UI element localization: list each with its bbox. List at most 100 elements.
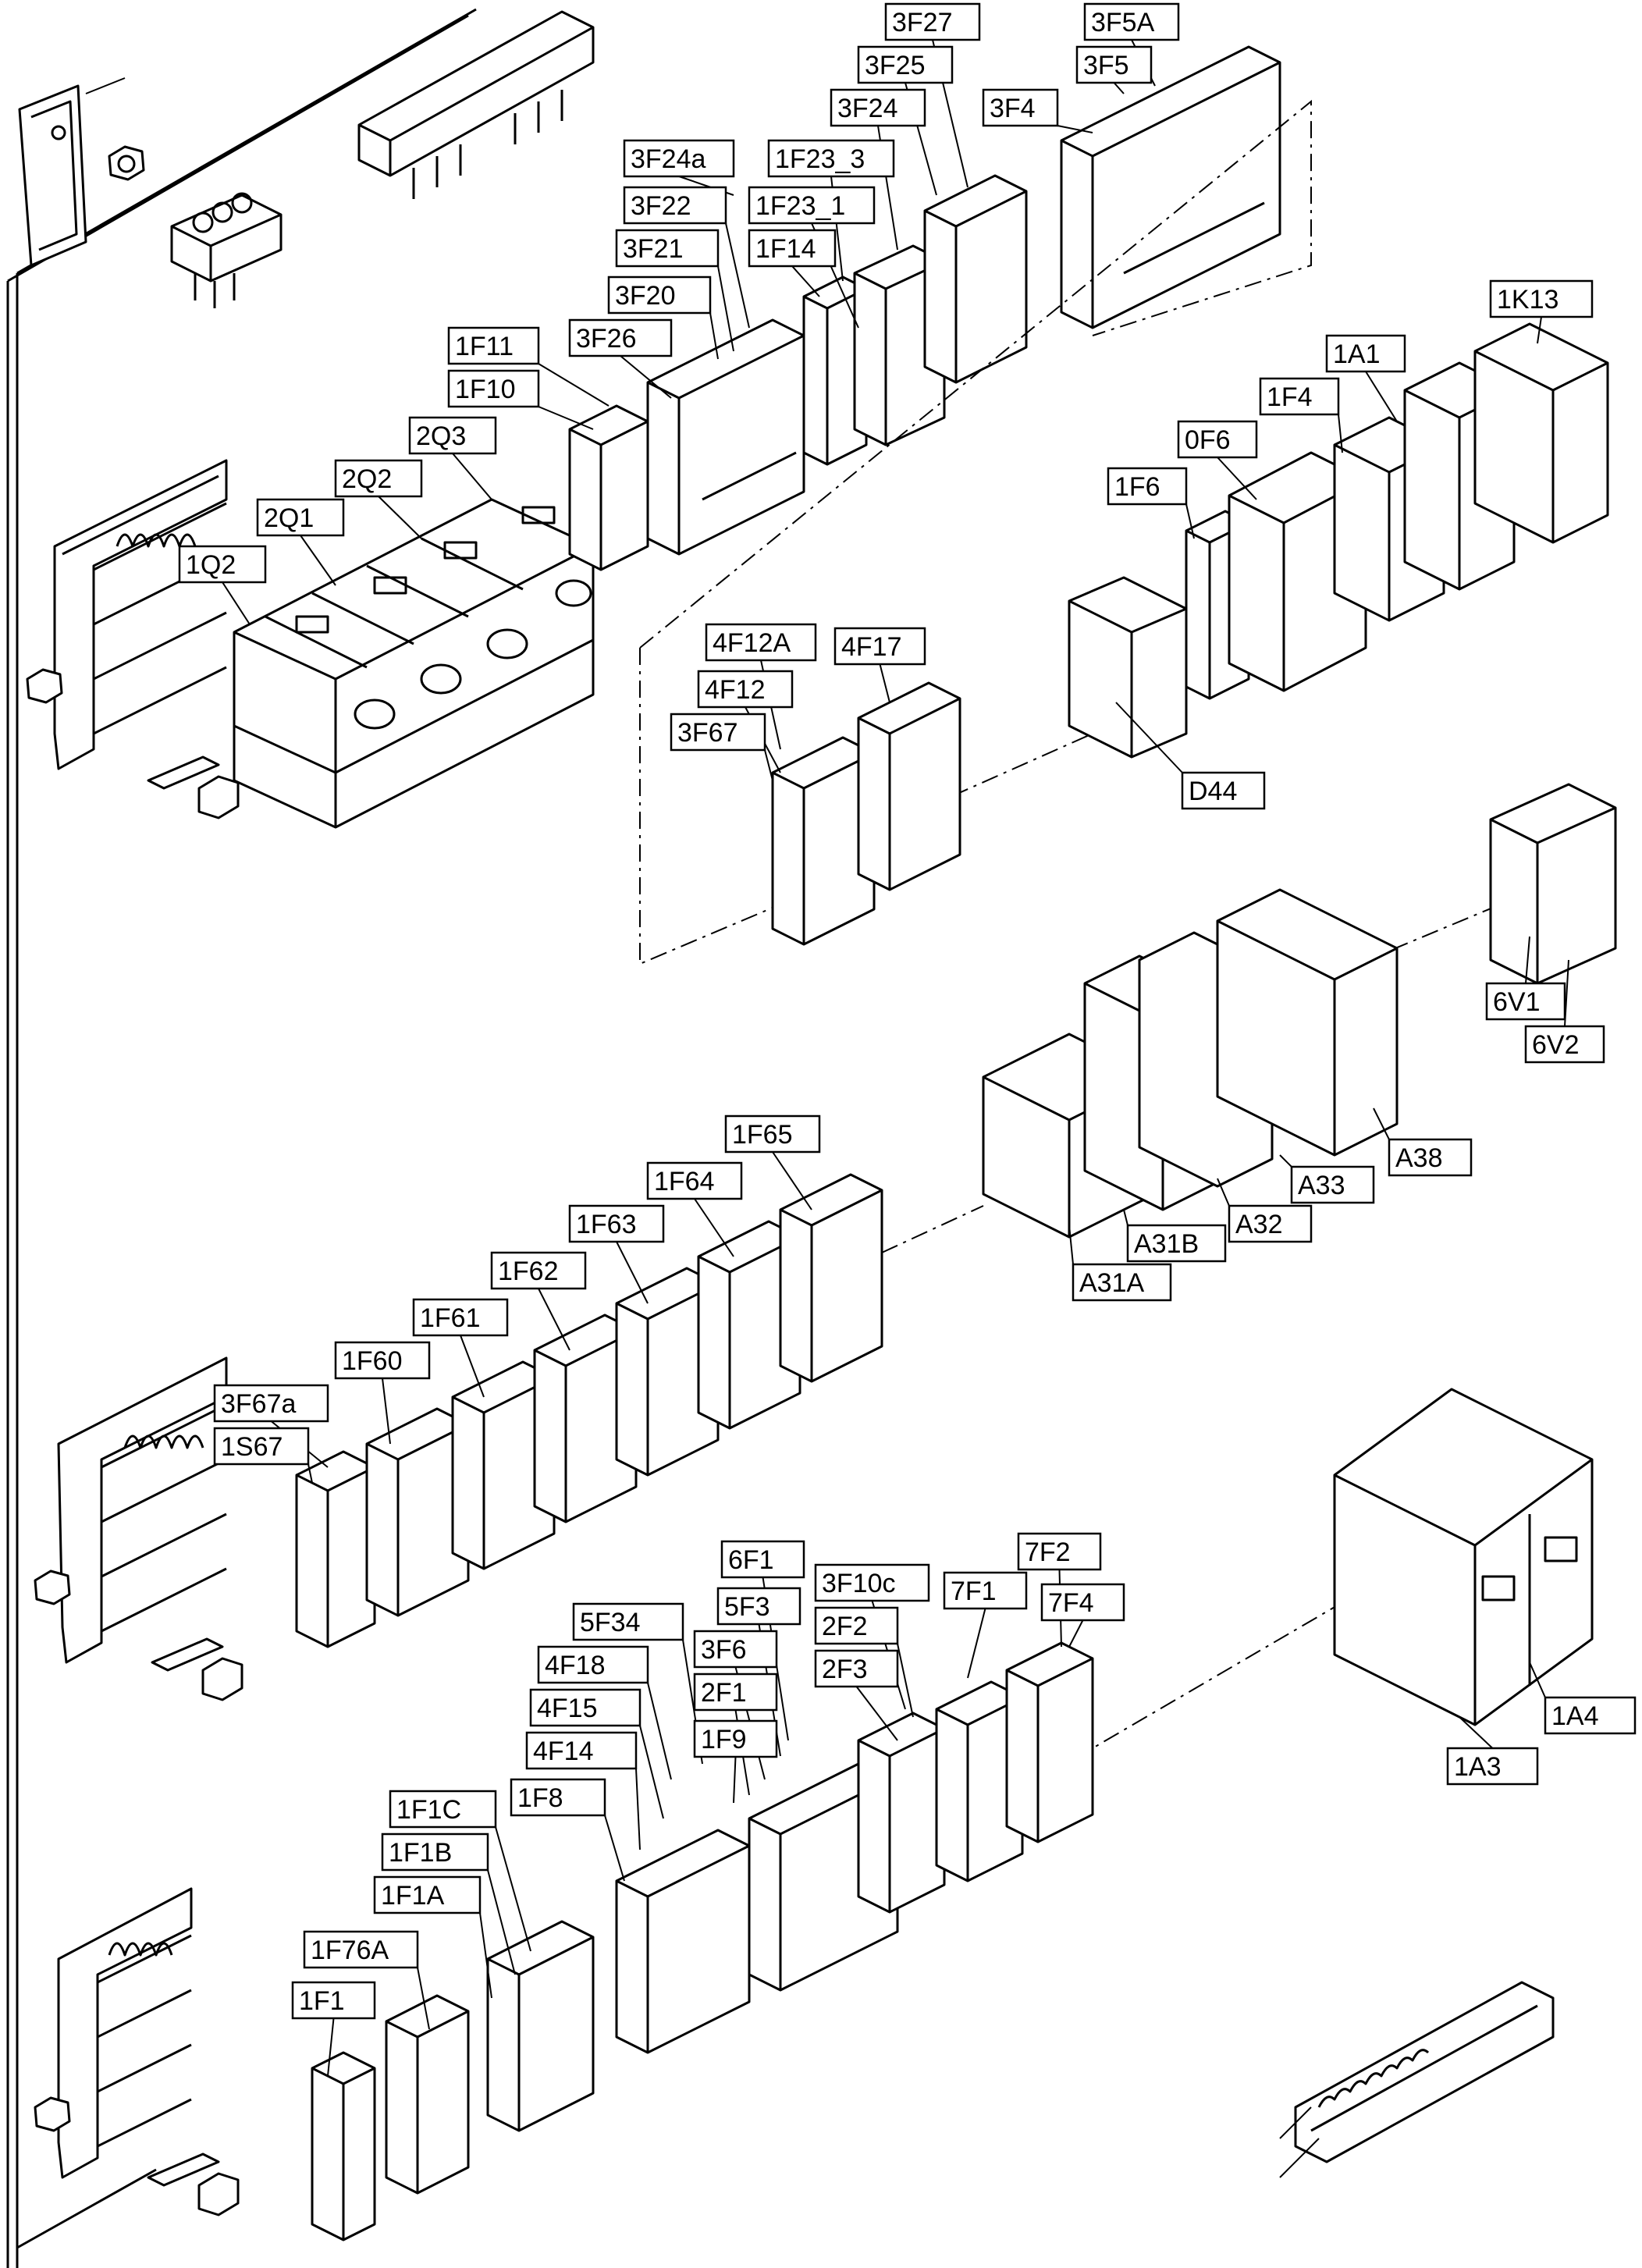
callout-box: [256, 498, 345, 537]
callout-1f1a: 1F1A: [373, 1875, 492, 1999]
callout-box: [615, 229, 720, 268]
callout-box: [568, 1204, 665, 1243]
callout-box: [303, 1930, 419, 1969]
callout-3f67: 3F67: [670, 713, 773, 781]
callout-box: [291, 1981, 376, 2020]
callout-1k13: 1K13: [1489, 279, 1594, 344]
callout-1a1: 1A1: [1325, 334, 1406, 422]
callout-label: 4F12A: [713, 628, 791, 658]
callout-box: [1228, 1204, 1313, 1243]
module-group-a: [982, 888, 1399, 1239]
device-group-right-upper: [1068, 322, 1609, 759]
callout-leader: [300, 535, 336, 586]
callout-3f10c: 3F10c: [814, 1563, 930, 1710]
callout-label: 1F14: [755, 234, 816, 264]
callout-1f63: 1F63: [568, 1204, 665, 1304]
callout-label: 1F6: [1114, 472, 1160, 502]
callout-box: [510, 1778, 606, 1817]
callout-1f76a: 1F76A: [303, 1930, 430, 2030]
callout-box: [412, 1298, 509, 1337]
callout-box: [1489, 279, 1594, 318]
guide-dash-6: [1092, 1584, 1374, 1749]
callout-label: 1A4: [1551, 1701, 1599, 1731]
callout-label: 6V2: [1532, 1030, 1580, 1060]
callout-leader: [772, 1151, 812, 1210]
callout-3f4: 3F4: [982, 88, 1093, 133]
callout-box: [1072, 1263, 1172, 1302]
busbar-comb: [357, 10, 595, 199]
callout-7f1: 7F1: [943, 1571, 1028, 1679]
callout-box: [693, 1630, 778, 1669]
callout-label: 3F67: [677, 718, 738, 748]
callout-box: [884, 2, 981, 41]
callout-box: [1181, 771, 1266, 810]
callout-box: [525, 1731, 638, 1770]
callout-box: [1126, 1224, 1227, 1263]
callout-label: 2F2: [822, 1612, 868, 1641]
callout-leader: [538, 1288, 570, 1351]
callout-leader: [222, 581, 251, 625]
callout-label: 1A1: [1333, 339, 1381, 369]
callout-box: [334, 1341, 431, 1380]
callout-leader: [382, 1378, 391, 1445]
callout-box: [447, 326, 540, 365]
callout-1f11: 1F11: [447, 326, 610, 407]
callout-box: [572, 1602, 684, 1641]
callout-label: 3F20: [615, 281, 676, 311]
callout-7f2: 7F2: [1017, 1532, 1102, 1648]
callout-6v1: 6V1: [1485, 936, 1566, 1021]
callout-box: [982, 88, 1059, 127]
callout-3f21: 3F21: [615, 229, 734, 352]
callout-leader: [1068, 1619, 1084, 1648]
callout-box: [857, 45, 954, 84]
callout-label: 3F10c: [822, 1569, 896, 1598]
rail-bottom-right: [1279, 1981, 1555, 2178]
callout-1f64: 1F64: [646, 1161, 743, 1257]
callout-1f8: 1F8: [510, 1778, 625, 1882]
callout-2f3: 2F3: [814, 1649, 899, 1741]
guide-dash-3: [951, 733, 1093, 797]
callout-a33: A33: [1279, 1154, 1375, 1204]
mcb-row-middle: [295, 1173, 883, 1648]
callout-1f10: 1F10: [447, 369, 594, 430]
callout-label: A31A: [1079, 1268, 1144, 1298]
callout-box: [724, 1114, 821, 1154]
callout-box: [716, 1587, 801, 1626]
callout-label: 3F67a: [221, 1389, 296, 1419]
callout-leader: [791, 265, 820, 297]
callout-label: 4F17: [841, 632, 902, 662]
callout-box: [1290, 1165, 1375, 1204]
callout-1q2: 1Q2: [178, 545, 267, 625]
callout-box: [537, 1645, 649, 1684]
callout-label: 1F4: [1267, 382, 1313, 412]
callout-leader: [967, 1608, 986, 1679]
callout-box: [1325, 334, 1406, 373]
guide-dash-1: [639, 99, 1312, 649]
callout-leader: [717, 265, 734, 352]
callout-leader: [1373, 1107, 1390, 1140]
callout-label: 0F6: [1185, 425, 1231, 455]
callout-1f62: 1F62: [490, 1251, 587, 1351]
callout-2q2: 2Q2: [334, 459, 423, 539]
callout-2f1: 2F1: [693, 1673, 778, 1796]
callout-leader: [1068, 1225, 1074, 1265]
callout-1f1c: 1F1C: [389, 1790, 531, 1952]
callout-label: 1F11: [455, 332, 514, 361]
callout-label: 1F1B: [389, 1838, 452, 1868]
callout-4f15: 4F15: [529, 1688, 664, 1819]
callout-leader: [897, 1643, 914, 1718]
callout-4f17: 4F17: [833, 627, 926, 703]
callout-label: 5F34: [580, 1608, 641, 1637]
callout-box: [1017, 1532, 1102, 1571]
callout-leader: [538, 406, 594, 430]
callout-1a4: 1A4: [1529, 1662, 1637, 1735]
callout-0f6: 0F6: [1177, 420, 1258, 500]
callout-box: [943, 1571, 1028, 1610]
callout-3f25: 3F25: [857, 45, 954, 196]
callout-leader: [1217, 1178, 1230, 1207]
callout-label: 2Q1: [264, 503, 314, 533]
callout-label: 2Q2: [342, 464, 392, 494]
callout-box: [1083, 2, 1180, 41]
callout-leader: [725, 222, 750, 329]
callout-4f14: 4F14: [525, 1731, 641, 1850]
